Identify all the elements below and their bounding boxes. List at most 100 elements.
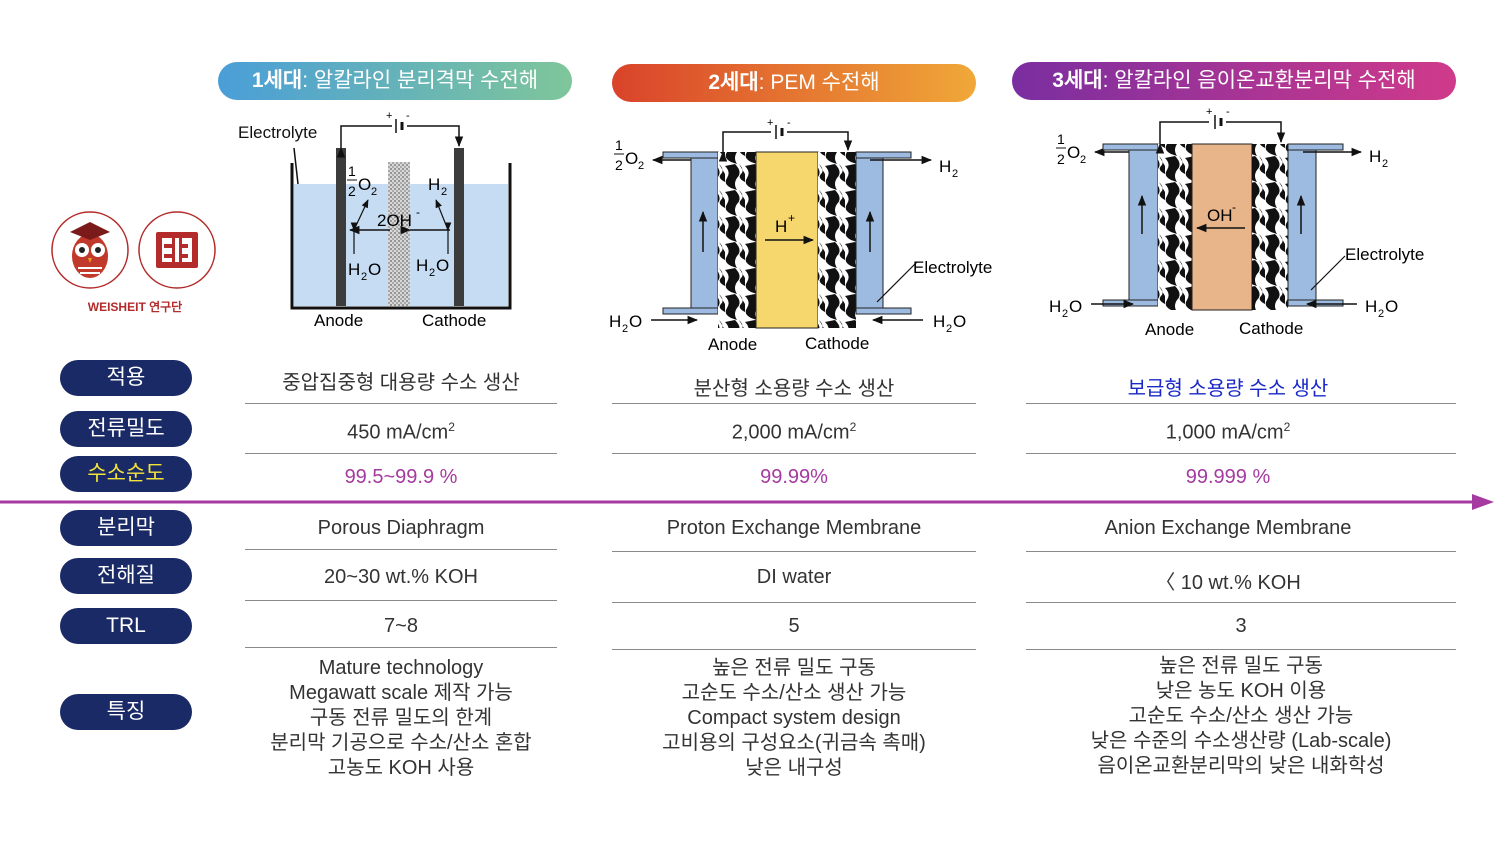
d3-anode-label: Anode [1145,320,1194,339]
d2-h2o-right-sub: 2 [946,323,952,335]
label-purity: 수소순도 [60,456,192,492]
gen1-features: Mature technology Megawatt scale 제작 가능 구… [245,656,557,781]
d2-h2o-left-sub: 2 [622,323,628,335]
gen3-feature-3: 고순도 수소/산소 생산 가능 [1128,705,1354,727]
d3-o2: O [1067,143,1080,162]
d3-h2o-left-h: H [1049,297,1061,316]
gen1-feature-4: 분리막 기공으로 수소/산소 혼합 [270,732,532,754]
d1-h2o-left-o: O [368,260,381,279]
d1-h2o-left-h: H [348,260,360,279]
d3-h2o-right-o: O [1385,297,1398,316]
gen2-title: : PEM 수전해 [758,71,880,94]
label-current-density: 전류밀도 [60,411,192,447]
gen1-number: 1세대 [251,69,303,92]
gen2-header: 2세대: PEM 수전해 [612,64,976,102]
d1-oh-sup: - [416,205,420,219]
gen3-trl: 3 [1235,615,1247,637]
d2-o2-sub: 2 [638,160,644,172]
gen1-membrane: Porous Diaphragm [317,517,485,539]
d2-anode-label: Anode [708,335,757,354]
d1-o2-sub: 2 [371,186,377,198]
gen2-current-density-sup: 2 [849,420,857,434]
d2-o2-frac-num: 1 [615,137,623,153]
logo: WEISHEIT 연구단 [50,210,220,320]
d2-cathode-electrode [818,152,856,328]
d2-h2o-left-o: O [629,312,642,331]
gen1-electrolyte: 20~30 wt.% KOH [324,566,478,588]
d1-cathode-electrode [454,148,464,306]
d1-plus: + [386,110,392,122]
d2-minus: - [787,117,791,129]
gen2-electrolyte: DI water [756,566,832,588]
gen1-trl: 7~8 [384,615,418,637]
d3-anode-electrode [1158,144,1192,310]
alkaline-cell-diagram: Electrolyte + - 1 2 O 2 H 2 2OH - H 2 O … [238,110,512,330]
d1-o2-frac-num: 1 [348,163,356,179]
d3-cathode-label: Cathode [1239,319,1303,338]
gen3-feature-2: 낮은 농도 KOH 이용 [1155,680,1327,702]
d1-o2: O [358,175,371,194]
d3-h2: H [1369,147,1381,166]
gen1-title: : 알칼라인 분리격막 수전해 [302,69,539,92]
d3-cathode-channel [1287,149,1317,301]
gen2-current-density: 2,000 mA/cm2 [612,420,976,445]
d3-ion: OH [1207,206,1233,225]
d1-o2-frac-den: 2 [348,183,356,199]
gen1-feature-3: 구동 전류 밀도의 한계 [309,707,493,729]
d1-electrolyte-label: Electrolyte [238,123,317,142]
d3-aem-membrane [1191,143,1253,311]
gen2-feature-4: 고비용의 구성요소(귀금속 촉매) [662,732,926,754]
d3-plus: + [1206,106,1212,118]
generation-arrow [0,494,1494,510]
gen3-feature-1: 높은 전류 밀도 구동 [1159,655,1323,677]
d2-plus: + [767,117,773,129]
d3-o2-frac-num: 1 [1057,131,1065,147]
gen1-current-density-sup: 2 [448,420,455,434]
gen3-current-density: 1,000 mA/cm2 [1026,420,1430,445]
gen3-feature-5: 음이온교환분리막의 낮은 내화학성 [1097,755,1385,777]
d2-h2-sub: 2 [952,168,958,180]
d2-h2o-right-h: H [933,312,945,331]
gen3-membrane: Anion Exchange Membrane [1104,517,1352,539]
gen2-application: 분산형 소용량 수소 생산 [693,378,895,400]
gen3-header: 3세대: 알칼라인 음이온교환분리막 수전해 [1012,62,1456,100]
gen2-trl: 5 [788,615,800,637]
d2-h2o-left-h: H [609,312,621,331]
gen1-feature-2: Megawatt scale 제작 가능 [289,682,513,704]
d2-h2: H [939,157,951,176]
d1-diaphragm [388,162,410,306]
gen1-feature-5: 고농도 KOH 사용 [327,757,475,779]
d1-h2-sub: 2 [441,186,447,198]
gen2-feature-2: 고순도 수소/산소 생산 가능 [681,682,907,704]
gen3-title: : 알칼라인 음이온교환분리막 수전해 [1102,69,1416,92]
d2-ion: H [775,217,787,236]
d1-anode-electrode [336,148,346,306]
gen2-number: 2세대 [708,71,759,94]
gen2-purity: 99.99% [760,466,828,488]
d1-h2o-left-sub: 2 [361,271,367,283]
label-trl: TRL [60,608,192,644]
d1-tank [290,163,512,310]
gen3-application: 보급형 소용량 수소 생산 [1127,378,1329,400]
label-membrane: 분리막 [60,510,192,546]
d2-anode-electrode [718,152,756,328]
aem-cell-diagram: 1 2 O 2 OH - + - H 2 H 2 O H 2 O Electro… [1049,106,1424,339]
gen3-features: 높은 전류 밀도 구동 낮은 농도 KOH 이용 고순도 수소/산소 생산 가능… [1026,654,1456,779]
gen2-feature-3: Compact system design [687,707,901,729]
d3-minus: - [1226,106,1230,118]
d2-ion-sup: + [788,211,795,225]
d2-electrolyte-label: Electrolyte [913,258,992,277]
gen2-current-density-value: 2,000 mA/cm [731,421,850,444]
d1-h2o-right-sub: 2 [429,267,435,279]
d1-h2o-right-o: O [436,256,449,275]
gen1-application: 중압집중형 대용량 수소 생산 [282,372,520,394]
d2-o2-frac-den: 2 [615,157,623,173]
gen1-header: 1세대: 알칼라인 분리격막 수전해 [218,62,572,100]
d3-cathode-electrode [1252,144,1288,310]
gen2-feature-5: 낮은 내구성 [745,757,843,779]
label-electrolyte: 전해질 [60,558,192,594]
d2-anode-channel [690,157,719,309]
d1-h2o-right-h: H [416,256,428,275]
gen1-purity: 99.5~99.9 % [344,466,458,488]
gen2-feature-1: 높은 전류 밀도 구동 [712,657,876,679]
